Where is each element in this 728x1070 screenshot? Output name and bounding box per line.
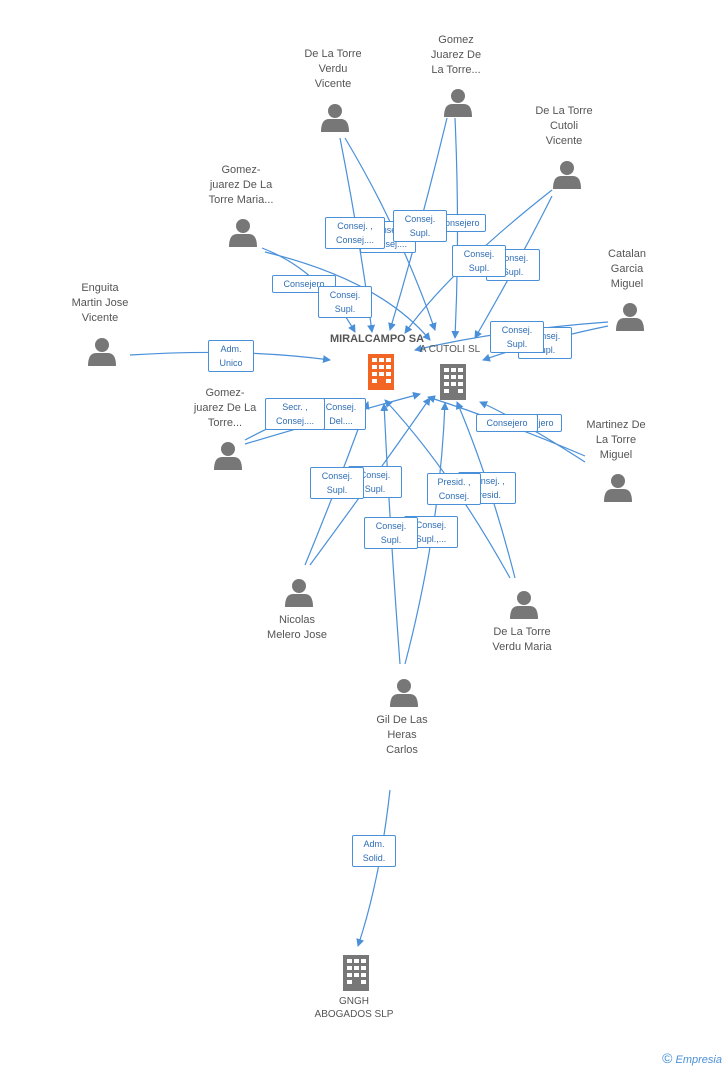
company-miralcampo-icon[interactable] — [368, 354, 394, 390]
person-icon[interactable] — [510, 591, 538, 619]
relation-badge: Consej. Supl. — [452, 245, 506, 277]
person-icon[interactable] — [285, 579, 313, 607]
relation-badge: Consejero — [476, 414, 538, 432]
person-icon[interactable] — [390, 679, 418, 707]
person-label[interactable]: Gomez Juarez De La Torre... — [430, 34, 482, 76]
relation-badge: Presid. , Consej. — [427, 473, 481, 505]
company-label-cutoli[interactable]: A CUTOLI SL — [419, 344, 481, 355]
company-label-gngh[interactable]: GNGH ABOGADOS SLP — [314, 996, 394, 1020]
person-icon[interactable] — [553, 161, 581, 189]
relation-badge: Consej. Supl. — [393, 210, 447, 242]
person-icon[interactable] — [88, 338, 116, 366]
brand-name: Empresia — [675, 1054, 722, 1066]
person-label[interactable]: De La Torre Cutoli Vicente — [535, 105, 593, 147]
company-cutoli-icon[interactable] — [440, 364, 466, 400]
relation-badge: Consej. Supl. — [318, 286, 372, 318]
relation-badge: Consej. Supl. — [364, 517, 418, 549]
company-label-miralcampo[interactable]: MIRALCAMPO SA — [329, 333, 425, 345]
person-icon[interactable] — [321, 104, 349, 132]
person-icon[interactable] — [616, 303, 644, 331]
company-gngh-icon[interactable] — [343, 955, 369, 991]
copyright-icon: © — [662, 1050, 673, 1066]
person-icon[interactable] — [214, 442, 242, 470]
person-label[interactable]: Gomez- juarez De La Torre Maria... — [208, 164, 274, 206]
brand-watermark: © Empresia — [662, 1050, 722, 1066]
relation-badge: Consej. Supl. — [310, 467, 364, 499]
relation-badge: Consej. , Consej.... — [325, 217, 385, 249]
person-label[interactable]: Martinez De La Torre Miguel — [586, 419, 646, 461]
person-label[interactable]: Nicolas Melero Jose — [267, 614, 327, 641]
relation-badge: Adm. Unico — [208, 340, 254, 372]
relation-badge: Adm. Solid. — [352, 835, 396, 867]
person-label[interactable]: De La Torre Verdu Vicente — [304, 48, 362, 90]
person-label[interactable]: Catalan Garcia Miguel — [608, 248, 646, 290]
relation-badge: Consej. Supl. — [490, 321, 544, 353]
person-icon[interactable] — [229, 219, 257, 247]
person-label[interactable]: Gil De Las Heras Carlos — [376, 714, 428, 756]
person-label[interactable]: Gomez- juarez De La Torre... — [193, 387, 257, 429]
person-icon[interactable] — [604, 474, 632, 502]
person-icon[interactable] — [444, 89, 472, 117]
edge — [356, 789, 391, 947]
person-label[interactable]: Enguita Martin Jose Vicente — [71, 282, 129, 324]
person-label[interactable]: De La Torre Verdu Maria — [492, 626, 552, 653]
relation-badge: Secr. , Consej.... — [265, 398, 325, 430]
